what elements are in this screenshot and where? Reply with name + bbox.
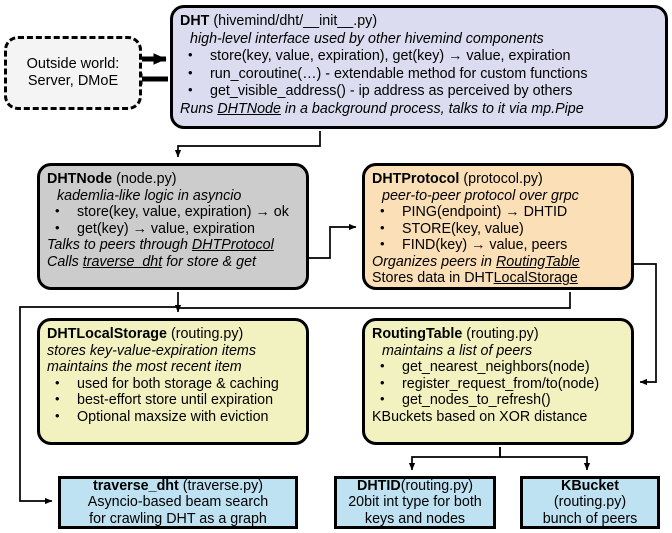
node-kbucket[interactable]: KBucket (routing.py) bunch of peers — [520, 476, 660, 529]
dht-bullet-2: get_visible_address() - ip address as pe… — [180, 82, 658, 100]
dhtlocalstorage-header: DHTLocalStorage (routing.py) — [47, 326, 299, 343]
dht-header: DHT (hivemind/dht/__init__.py) — [180, 13, 658, 30]
dhtlocalstorage-bullet-1: best-effort store until expiration — [47, 391, 299, 409]
dht-bullets: store(key, value, expiration), get(key) … — [180, 47, 658, 100]
kbucket-line-1: bunch of peers — [542, 510, 638, 527]
dhtprotocol-bullet-1: STORE(key, value) — [372, 220, 624, 238]
dhtprotocol-subtitle: peer-to-peer protocol over grpc — [382, 187, 579, 204]
dhtprotocol-link-routingtable[interactable]: RoutingTable — [495, 253, 580, 270]
traverse-name: traverse_dht — [92, 477, 179, 494]
traverse-line-1: Asyncio-based beam search — [87, 494, 269, 511]
dhtnode-bullet-1: get(key) → value, expiration — [47, 220, 299, 238]
dht-footer-pre: Runs — [180, 100, 218, 117]
dhtlocalstorage-bullets: used for both storage & caching best-eff… — [47, 375, 299, 426]
dhtnode-footer1-pre: Talks to peers through — [47, 237, 192, 254]
dhtprotocol-name: DHTProtocol — [372, 171, 460, 187]
dhtlocalstorage-file: (routing.py) — [170, 326, 244, 342]
dhtprotocol-header: DHTProtocol (protocol.py) — [372, 171, 624, 188]
dhtlocalstorage-name: DHTLocalStorage — [47, 326, 167, 342]
dhtnode-bullet-0: store(key, value, expiration) → ok — [47, 203, 299, 221]
dhtprotocol-bullet-0: PING(endpoint) → DHTID — [372, 203, 624, 221]
dhtnode-footer2-pre: Calls — [47, 253, 83, 270]
dht-footer-link-dhtnode[interactable]: DHTNode — [217, 100, 281, 117]
dht-footer: Runs DHTNode in a background process, ta… — [180, 101, 658, 118]
outside-world-line1: Outside world: — [26, 56, 120, 73]
dhtlocalstorage-bullet-0: used for both storage & caching — [47, 375, 299, 393]
node-dhtnode[interactable]: DHTNode (node.py) kademlia-like logic in… — [37, 163, 309, 290]
dhtlocalstorage-subtitle-1: stores key-value-expiration items — [47, 342, 256, 359]
dhtprotocol-file: (protocol.py) — [463, 171, 543, 187]
dhtnode-subtitle: kademlia-like logic in asyncio — [57, 187, 242, 204]
dhtnode-footer-1: Talks to peers through DHTProtocol — [47, 237, 299, 254]
dhtlocalstorage-subtitle-2: maintains the most recent item — [47, 359, 242, 376]
connector-routingtable-to-kbucket — [499, 447, 591, 471]
connector-dhtprotocol-to-dhtlocalstorage — [174, 292, 571, 313]
dhtnode-bullets: store(key, value, expiration) → ok get(k… — [47, 203, 299, 238]
kbucket-name: KBucket — [561, 477, 619, 494]
traverse-file: (traverse.py) — [182, 477, 264, 494]
routingtable-bullet-2: get_nodes_to_refresh() — [372, 391, 624, 409]
connector-dht-to-dhtnode — [174, 131, 321, 158]
dhtid-line-2: keys and nodes — [364, 510, 466, 527]
node-dhtlocalstorage[interactable]: DHTLocalStorage (routing.py) stores key-… — [37, 318, 309, 445]
dhtnode-file: (node.py) — [116, 171, 177, 187]
dhtnode-header: DHTNode (node.py) — [47, 171, 299, 188]
node-traverse-dht[interactable]: traverse_dht (traverse.py) Asyncio-based… — [58, 476, 298, 529]
routingtable-name: RoutingTable — [372, 326, 463, 342]
kbucket-file: (routing.py) — [553, 494, 627, 511]
dhtprotocol-footer-1: Organizes peers in RoutingTable — [372, 254, 624, 271]
dht-name: DHT — [180, 13, 210, 29]
dht-file: (hivemind/dht/__init__.py) — [213, 13, 378, 29]
connector-routingtable-to-dhtid — [408, 447, 501, 471]
dhtprotocol-bullet-2: FIND(key) → value, peers — [372, 236, 624, 254]
dhtnode-footer-2: Calls traverse_dht for store & get — [47, 254, 299, 271]
dht-bullet-0: store(key, value, expiration), get(key) … — [180, 47, 658, 65]
node-dhtid[interactable]: DHTID(routing.py) 20bit int type for bot… — [334, 476, 496, 529]
routingtable-file: (routing.py) — [466, 326, 539, 342]
routingtable-header: RoutingTable (routing.py) — [372, 326, 624, 343]
dhtprotocol-link-localstorage[interactable]: LocalStorage — [493, 270, 578, 287]
dhtprotocol-footer1-pre: Organizes peers in — [372, 253, 496, 270]
routingtable-bullet-1: register_request_from/to(node) — [372, 375, 624, 393]
outside-world-line2: Server, DMoE — [27, 73, 119, 89]
node-dht[interactable]: DHT (hivemind/dht/__init__.py) high-leve… — [170, 5, 668, 129]
connector-dhtnode-to-dhtprotocol — [305, 223, 357, 263]
routingtable-subtitle: maintains a list of peers — [382, 342, 533, 359]
routingtable-footer: KBuckets based on XOR distance — [372, 408, 588, 425]
node-dhtprotocol[interactable]: DHTProtocol (protocol.py) peer-to-peer p… — [362, 163, 634, 290]
dhtnode-link-traverse-dht[interactable]: traverse_dht — [82, 253, 163, 270]
dhtnode-name: DHTNode — [47, 171, 113, 187]
routingtable-bullets: get_nearest_neighbors(node) register_req… — [372, 358, 624, 409]
traverse-line-2: for crawling DHT as a graph — [89, 510, 267, 527]
dhtnode-link-dhtprotocol[interactable]: DHTProtocol — [191, 237, 274, 254]
dhtid-header: DHTID(routing.py) — [340, 478, 490, 495]
dht-bullet-1: run_coroutine(…) - extendable method for… — [180, 65, 658, 83]
node-outside-world[interactable]: Outside world: Server, DMoE — [4, 36, 142, 110]
dht-footer-post: in a background process, talks to it via… — [280, 100, 584, 117]
dhtid-file: (routing.py) — [400, 477, 473, 494]
dhtlocalstorage-bullet-2: Optional maxsize with eviction — [47, 408, 299, 426]
node-routingtable[interactable]: RoutingTable (routing.py) maintains a li… — [362, 318, 634, 445]
dht-subtitle: high-level interface used by other hivem… — [190, 30, 544, 47]
dhtid-line-1: 20bit int type for both — [348, 494, 482, 511]
dhtprotocol-footer2-pre: Stores data in DHT — [372, 270, 494, 287]
dhtid-name: DHTID — [357, 477, 401, 494]
dhtnode-footer2-post: for store & get — [162, 253, 257, 270]
routingtable-bullet-0: get_nearest_neighbors(node) — [372, 358, 624, 376]
dhtprotocol-bullets: PING(endpoint) → DHTID STORE(key, value)… — [372, 203, 624, 254]
dhtprotocol-footer-2: Stores data in DHTLocalStorage — [372, 270, 624, 287]
traverse-header: traverse_dht (traverse.py) — [65, 478, 291, 495]
